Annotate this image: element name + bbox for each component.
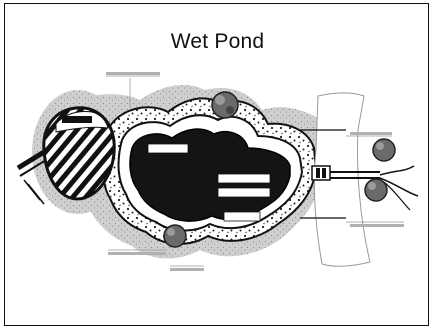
outlet-structure <box>312 166 330 180</box>
tree-icon <box>212 92 238 118</box>
callout-box <box>148 144 188 153</box>
tree-icon <box>373 139 395 161</box>
tree-icon <box>365 179 387 201</box>
tree-icon <box>164 225 186 247</box>
callout-box <box>218 174 270 183</box>
callout-box <box>224 212 260 221</box>
callout-box <box>218 188 270 197</box>
